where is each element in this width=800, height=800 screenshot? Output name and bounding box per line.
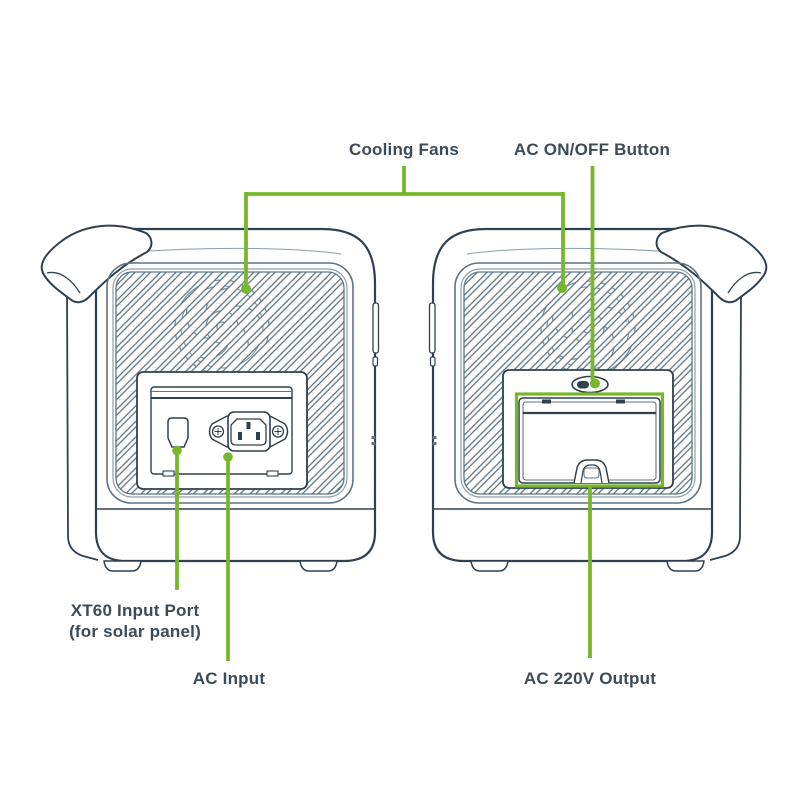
xt60-port xyxy=(167,417,189,448)
ac-output-cover xyxy=(518,397,661,484)
xt60-dot xyxy=(172,445,182,456)
ac-inlet-port xyxy=(208,411,289,452)
label-ac-input: AC Input xyxy=(192,669,266,688)
label-ac-220v-output: AC 220V Output xyxy=(523,669,657,688)
right-unit xyxy=(428,224,768,573)
cover-latch xyxy=(573,459,610,484)
label-ac-on-off: AC ON/OFF Button xyxy=(513,140,671,159)
label-cooling-fans: Cooling Fans xyxy=(348,140,460,159)
ac-on-off-button xyxy=(571,375,609,394)
label-xt60-line1: XT60 Input Port xyxy=(70,601,200,620)
ac-output-highlight-box xyxy=(514,392,665,488)
left-fan-dot xyxy=(241,284,251,294)
callout-lines xyxy=(175,166,665,661)
right-fan-dot xyxy=(557,283,567,293)
left-unit xyxy=(40,224,380,573)
ac-on-off-dot xyxy=(590,378,600,389)
label-xt60-line2: (for solar panel) xyxy=(69,622,201,641)
right-output-panel xyxy=(502,369,674,489)
callout-dots xyxy=(172,283,600,462)
label-xt60: XT60 Input Port (for solar panel) xyxy=(25,600,245,642)
left-input-panel xyxy=(136,371,308,490)
ac-input-dot xyxy=(223,452,233,462)
